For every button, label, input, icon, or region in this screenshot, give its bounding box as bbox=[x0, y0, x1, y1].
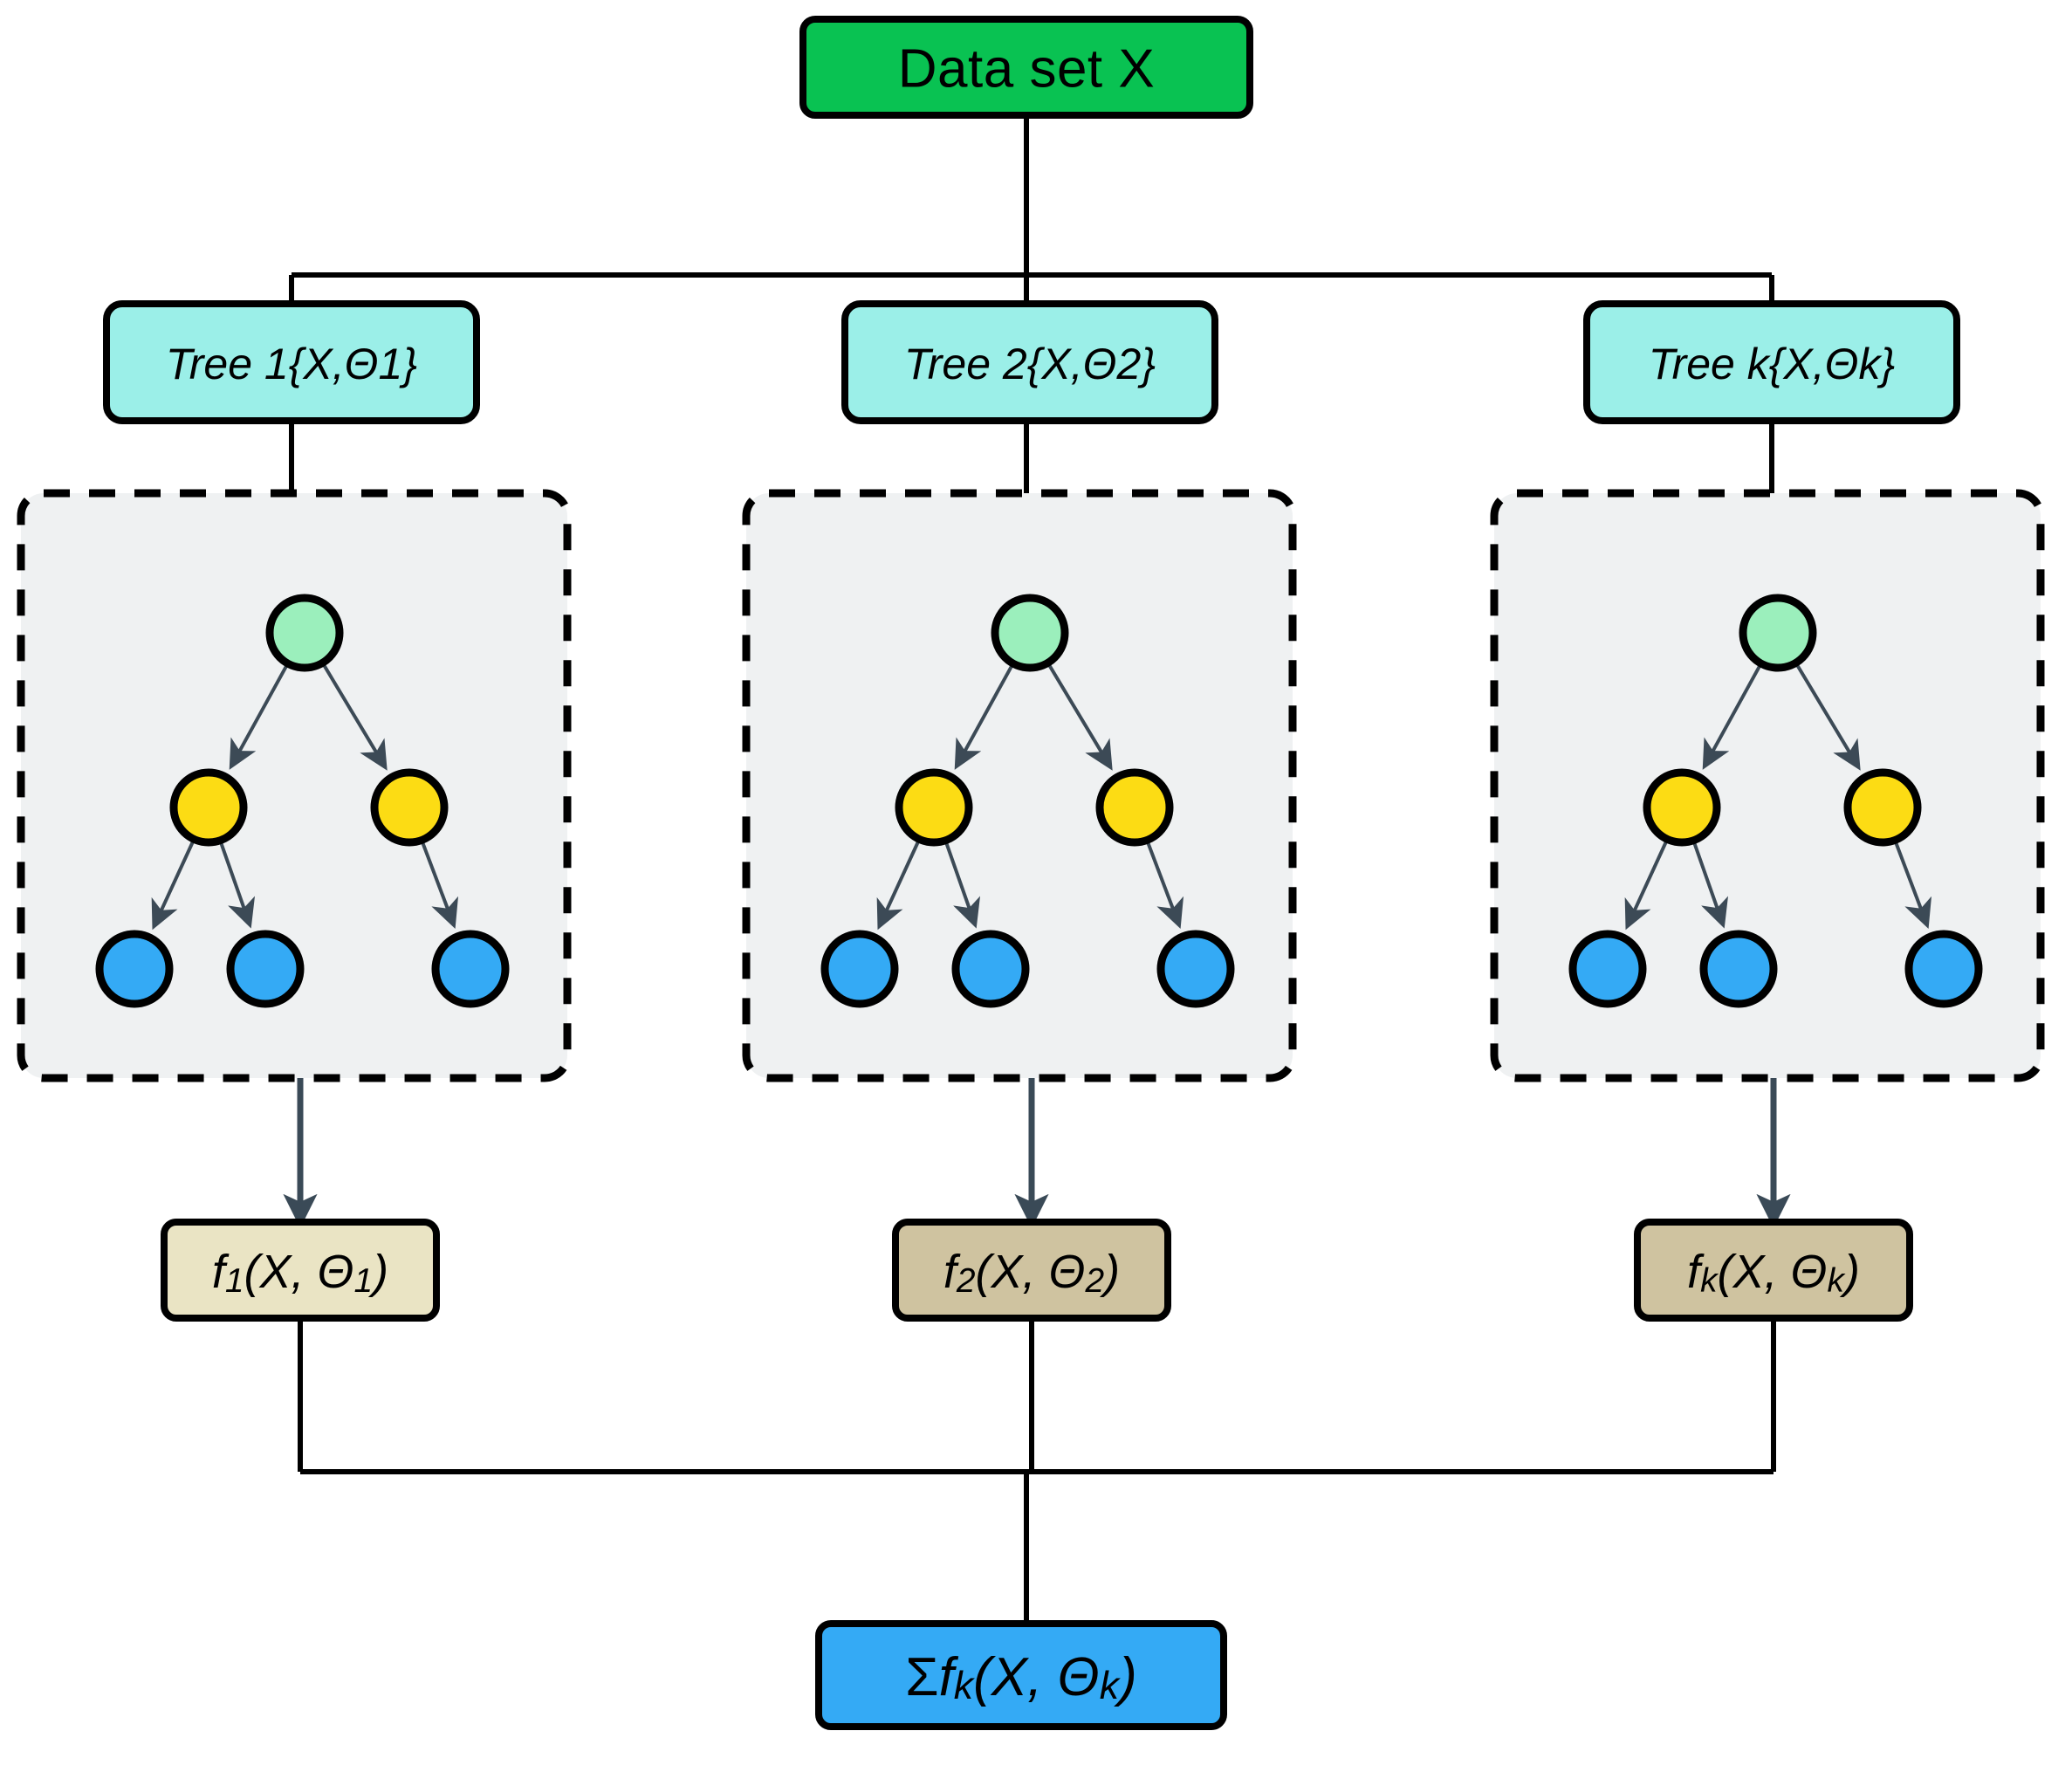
tree-1-leaf-node-1 bbox=[95, 930, 174, 1008]
fn-2-label: f2(X, Θ2) bbox=[943, 1246, 1120, 1300]
tree-3-root-node bbox=[1739, 594, 1817, 672]
tree-1-leaf-node-2 bbox=[226, 930, 305, 1008]
tree-3-edge-3 bbox=[1624, 841, 1668, 931]
tree-3-internal-node-2 bbox=[1843, 768, 1922, 847]
tree-2-edge-3 bbox=[876, 841, 920, 931]
tree-2-leaf-node-2 bbox=[951, 930, 1030, 1008]
tree-2-leaf-node-3 bbox=[1156, 930, 1235, 1008]
tree-label-1: Tree 1{X,Θ1} bbox=[166, 340, 417, 388]
dataset-box[interactable] bbox=[799, 16, 1253, 119]
tree-2-internal-node-1 bbox=[895, 768, 973, 847]
tree-label-3: Tree k{X,Θk} bbox=[1649, 340, 1896, 388]
tree-3-edge-1 bbox=[1702, 665, 1761, 770]
tree-node-layer bbox=[95, 594, 1983, 1008]
tree-3-edge-4 bbox=[1692, 842, 1729, 929]
tree-3-internal-node-1 bbox=[1643, 768, 1721, 847]
tree-group-layer bbox=[17, 489, 2045, 1082]
tree-2-edge-2 bbox=[1047, 664, 1113, 771]
tree-3-leaf-node-3 bbox=[1904, 930, 1983, 1008]
tree-1-leaf-node-3 bbox=[431, 930, 510, 1008]
sum-output-label: Σfk(X, Θk) bbox=[905, 1647, 1137, 1707]
tree-label-2: Tree 2{X,Θ2} bbox=[904, 340, 1156, 388]
tree-1-internal-node-2 bbox=[370, 768, 449, 847]
tree-group-1 bbox=[17, 489, 572, 1082]
tree-3-leaf-node-2 bbox=[1699, 930, 1778, 1008]
tree-2-root-node bbox=[991, 594, 1069, 672]
fn-2-box[interactable] bbox=[892, 1219, 1171, 1322]
tree-1-root-node bbox=[265, 594, 344, 672]
tree-group-2 bbox=[742, 489, 1297, 1082]
tree-2-leaf-node-1 bbox=[820, 930, 899, 1008]
connector-layer bbox=[283, 115, 1791, 1624]
tree-1-edge-2 bbox=[322, 664, 388, 771]
fn-k-box[interactable] bbox=[1634, 1219, 1913, 1322]
tree-1-edge-5 bbox=[421, 842, 459, 929]
tree-label-box-3[interactable] bbox=[1583, 300, 1960, 424]
tree-label-box-2[interactable] bbox=[841, 300, 1218, 424]
tree-1-internal-node-1 bbox=[169, 768, 248, 847]
dataset-box-label: Data set X bbox=[898, 39, 1155, 100]
fn-k-label: fk(X, Θk) bbox=[1687, 1246, 1860, 1300]
tree-2-internal-node-2 bbox=[1095, 768, 1174, 847]
tree-1-edge-3 bbox=[151, 841, 195, 931]
tree-1-edge-4 bbox=[219, 842, 256, 929]
tree-2-edge-4 bbox=[944, 842, 981, 929]
tree-1-edge-1 bbox=[229, 665, 288, 770]
tree-3-edge-2 bbox=[1795, 664, 1861, 771]
fn-1-box[interactable] bbox=[161, 1219, 440, 1322]
tree-group-3 bbox=[1490, 489, 2045, 1082]
sum-output-box[interactable] bbox=[815, 1620, 1227, 1730]
fn-1-label: f1(X, Θ1) bbox=[212, 1246, 388, 1300]
text-layer: Data set X Tree 1{X,Θ1} Tree 2{X,Θ2} Tree k… bbox=[166, 39, 1895, 1707]
tree-3-edge-5 bbox=[1894, 842, 1932, 929]
box-layer bbox=[103, 16, 1960, 1730]
tree-3-leaf-node-1 bbox=[1568, 930, 1647, 1008]
tree-label-box-1[interactable] bbox=[103, 300, 480, 424]
tree-2-edge-1 bbox=[954, 665, 1013, 770]
tree-2-edge-5 bbox=[1146, 842, 1184, 929]
